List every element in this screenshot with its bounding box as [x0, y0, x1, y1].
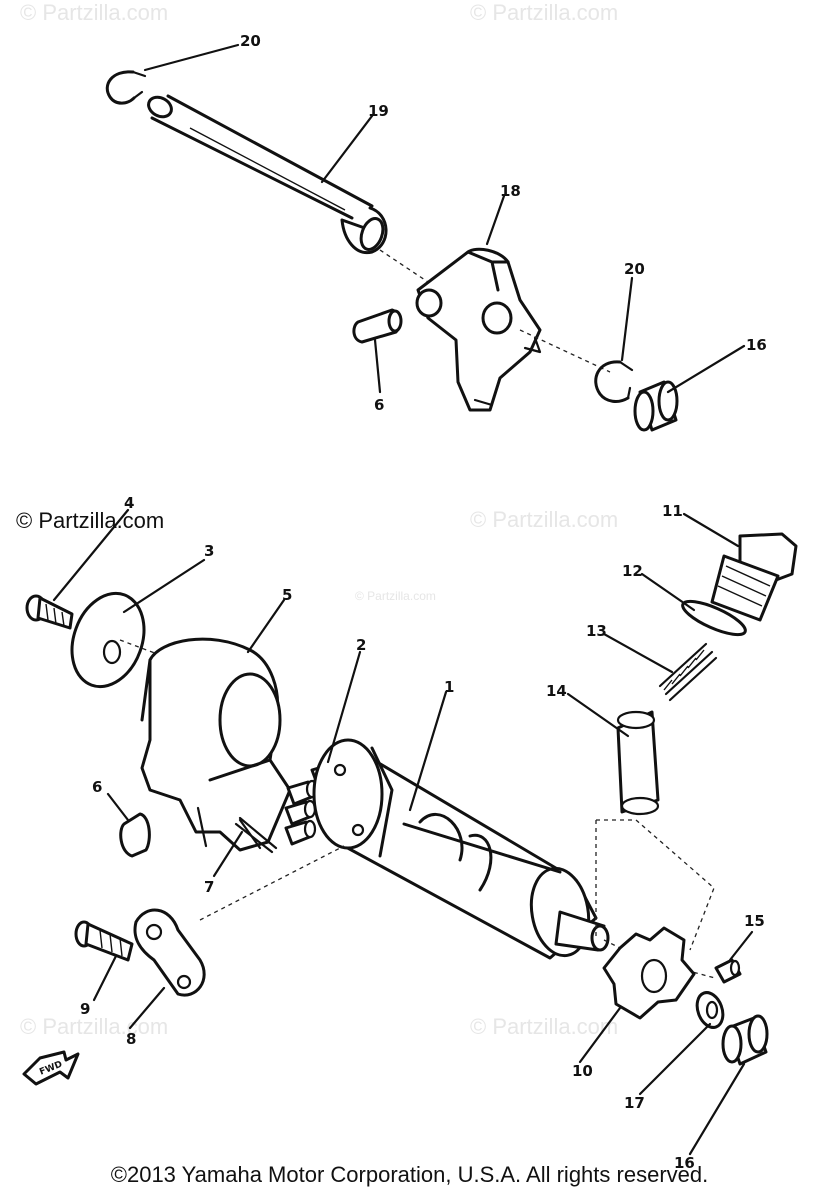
callout-10: 10 [572, 1062, 593, 1080]
callout-6: 6 [92, 778, 102, 796]
screw-lower-left [74, 920, 134, 962]
callout-16: 16 [674, 1154, 695, 1172]
callout-14: 14 [546, 682, 567, 700]
callout-6: 6 [374, 396, 384, 414]
callout-1: 1 [444, 678, 454, 696]
leader-dashed [199, 845, 345, 921]
cam-pin [714, 958, 742, 984]
front-direction-arrow: FWD [22, 1050, 80, 1086]
callout-17: 17 [624, 1094, 645, 1112]
callout-11: 11 [662, 502, 683, 520]
watermark: © Partzilla.com [470, 507, 618, 532]
callout-8: 8 [126, 1030, 136, 1048]
leader-dashed [519, 329, 611, 373]
dowel-pin-lower [119, 812, 151, 858]
callout-4: 4 [124, 494, 134, 512]
circlip-upper [105, 70, 147, 105]
callout-2: 2 [356, 636, 366, 654]
callout-19: 19 [368, 102, 389, 120]
spring-pin [234, 816, 278, 854]
detent-spring [658, 642, 718, 702]
shift-fork-lower [140, 637, 292, 852]
watermark: © Partzilla.com [470, 0, 618, 25]
screw-upper-left [25, 594, 74, 630]
cap-lower [721, 1014, 769, 1066]
callout-3: 3 [204, 542, 214, 560]
callout-16: 16 [746, 336, 767, 354]
callout-20: 20 [624, 260, 645, 278]
watermark: © Partzilla.com [20, 0, 168, 25]
callout-20: 20 [240, 32, 261, 50]
watermark: © Partzilla.com [355, 589, 436, 603]
shift-fork-upper [415, 247, 542, 412]
shift-drum [312, 738, 610, 960]
leader-dashed [595, 819, 715, 951]
partzilla-mark: © Partzilla.com [16, 508, 164, 533]
watermark: © Partzilla.com [20, 1014, 168, 1039]
shift-shaft [147, 94, 388, 255]
circlip-middle [594, 360, 634, 403]
detent-plunger [616, 710, 660, 816]
gasket [681, 599, 747, 637]
star-cam [602, 926, 696, 1020]
callout-leaders [52, 43, 754, 1156]
thrust-washer [70, 591, 146, 689]
stopper-plate [133, 908, 206, 997]
copyright-notice: ©2013 Yamaha Motor Corporation, U.S.A. A… [110, 1162, 709, 1187]
plug-bolt [710, 532, 798, 622]
callout-9: 9 [80, 1000, 90, 1018]
callout-15: 15 [744, 912, 765, 930]
watermark: © Partzilla.com [470, 1014, 618, 1039]
washer-lower [695, 991, 725, 1029]
callout-13: 13 [586, 622, 607, 640]
callout-7: 7 [204, 878, 214, 896]
callout-18: 18 [500, 182, 521, 200]
cap-upper [633, 380, 679, 432]
callout-5: 5 [282, 586, 292, 604]
dowel-pin-upper [352, 308, 403, 344]
callout-12: 12 [622, 562, 643, 580]
